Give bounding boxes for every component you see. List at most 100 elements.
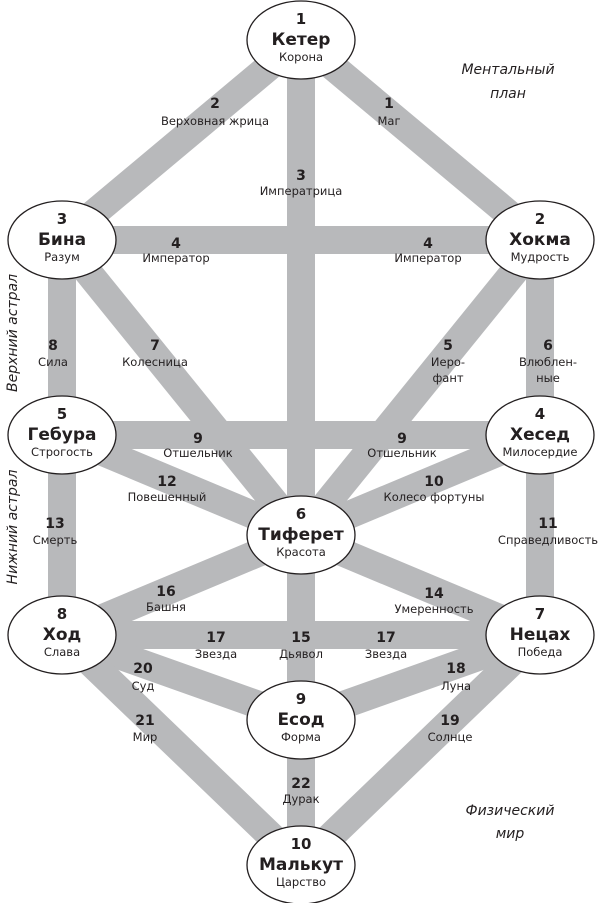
path-hokhma-tiferet xyxy=(290,231,551,544)
plane-labels: Ментальный план Физический мир Верхний а… xyxy=(5,62,555,842)
path-label: Иеро- xyxy=(431,355,465,369)
sephira-meaning: Строгость xyxy=(31,445,93,459)
physical-world-label: Физический xyxy=(466,803,555,819)
path-keter-bina xyxy=(53,29,310,251)
path-number: 4 xyxy=(171,236,181,252)
sephira-meaning: Царство xyxy=(276,875,326,889)
path-number: 2 xyxy=(210,96,220,112)
path-label: Император xyxy=(394,251,461,265)
path-label: Башня xyxy=(146,600,186,614)
path-label: Луна xyxy=(441,679,471,693)
sephira-meaning: Мудрость xyxy=(511,250,570,264)
path-label: Верховная жрица xyxy=(161,114,269,128)
sephiroth-nodes: 1КетерКорона2ХокмаМудрость3БинаРазум4Хес… xyxy=(7,0,595,903)
sephira-name: Малькут xyxy=(259,855,343,875)
path-number: 16 xyxy=(156,584,175,600)
sephira-meaning: Корона xyxy=(279,50,323,64)
path-number: 3 xyxy=(296,168,306,184)
path-number: 7 xyxy=(150,338,160,354)
sephira-ellipse xyxy=(246,495,356,575)
mental-plane-label: Ментальный xyxy=(461,62,554,78)
sephira-meaning: Разум xyxy=(44,250,80,264)
path-labels: 2 Верховная жрица 1 Маг 3 Императрица 4 … xyxy=(33,96,599,806)
path-bina-tiferet xyxy=(51,231,312,544)
sephira-number: 5 xyxy=(57,405,67,423)
path-number: 11 xyxy=(538,516,557,532)
path-number: 6 xyxy=(543,338,553,354)
path-label: Дурак xyxy=(282,792,319,806)
sephira-number: 8 xyxy=(57,605,67,623)
path-label: Отшельник xyxy=(163,446,232,460)
path-number: 19 xyxy=(440,713,459,729)
path-label: ные xyxy=(536,371,560,385)
path-number: 8 xyxy=(48,338,58,354)
sephira-number: 2 xyxy=(535,210,545,228)
sephira-number: 9 xyxy=(296,690,306,708)
path-label: Звезда xyxy=(195,647,237,661)
path-label: Суд xyxy=(132,679,155,693)
path-keter-hokhma xyxy=(292,29,549,251)
sephira-meaning: Победа xyxy=(518,645,563,659)
path-label: Императрица xyxy=(260,184,343,198)
sephira-ellipse xyxy=(485,595,595,675)
path-number: 9 xyxy=(397,431,407,447)
sephira-ellipse xyxy=(246,680,356,760)
path-label: Отшельник xyxy=(367,446,436,460)
mental-plane-label: план xyxy=(490,86,526,102)
sephira-meaning: Слава xyxy=(44,645,80,659)
path-number: 13 xyxy=(45,516,64,532)
path-hod-malkut xyxy=(52,624,311,876)
path-number: 18 xyxy=(446,661,465,677)
path-number: 10 xyxy=(424,474,444,490)
lower-astral-label: Нижний астрал xyxy=(5,470,21,585)
sephira-name: Есод xyxy=(277,710,324,730)
path-number: 21 xyxy=(135,713,154,729)
sephira-name: Хесед xyxy=(510,425,570,445)
sephira-name: Ход xyxy=(43,625,82,645)
path-label: Звезда xyxy=(365,647,407,661)
path-label: Сила xyxy=(38,355,68,369)
sephira-name: Кетер xyxy=(272,30,331,50)
path-netzach-malkut xyxy=(291,624,550,876)
sephira-meaning: Милосердие xyxy=(503,445,578,459)
path-number: 4 xyxy=(423,236,433,252)
path-label: Маг xyxy=(377,114,400,128)
sephira-name: Бина xyxy=(38,230,86,250)
path-number: 1 xyxy=(384,96,394,112)
path-number: 9 xyxy=(193,431,203,447)
sephira-name: Хокма xyxy=(509,230,571,250)
path-label: Справедливость xyxy=(498,533,598,547)
sephira-number: 6 xyxy=(296,505,306,523)
sephira-name: Нецах xyxy=(510,625,571,645)
sephira-meaning: Форма xyxy=(281,730,321,744)
sephira-number: 3 xyxy=(57,210,67,228)
path-label: Солнце xyxy=(428,730,473,744)
path-number: 17 xyxy=(376,630,395,646)
path-label: Император xyxy=(142,251,209,265)
path-label: Мир xyxy=(133,730,158,744)
sephira-meaning: Красота xyxy=(276,545,326,559)
sephira-ellipse xyxy=(485,395,595,475)
path-label: Дьявол xyxy=(279,647,323,661)
sephira-ellipse xyxy=(485,200,595,280)
path-label: Колесо фортуны xyxy=(384,490,485,504)
sephira-name: Гебура xyxy=(28,425,97,445)
path-label: Умеренность xyxy=(394,602,473,616)
sephira-ellipse xyxy=(7,395,117,475)
sephira-name: Тиферет xyxy=(258,525,344,545)
path-number: 15 xyxy=(291,630,310,646)
path-number: 12 xyxy=(157,474,176,490)
path-number: 17 xyxy=(206,630,225,646)
path-label: Колесница xyxy=(122,355,188,369)
upper-astral-label: Верхний астрал xyxy=(5,274,21,392)
sephira-number: 4 xyxy=(535,405,545,423)
sephira-ellipse xyxy=(246,825,356,903)
